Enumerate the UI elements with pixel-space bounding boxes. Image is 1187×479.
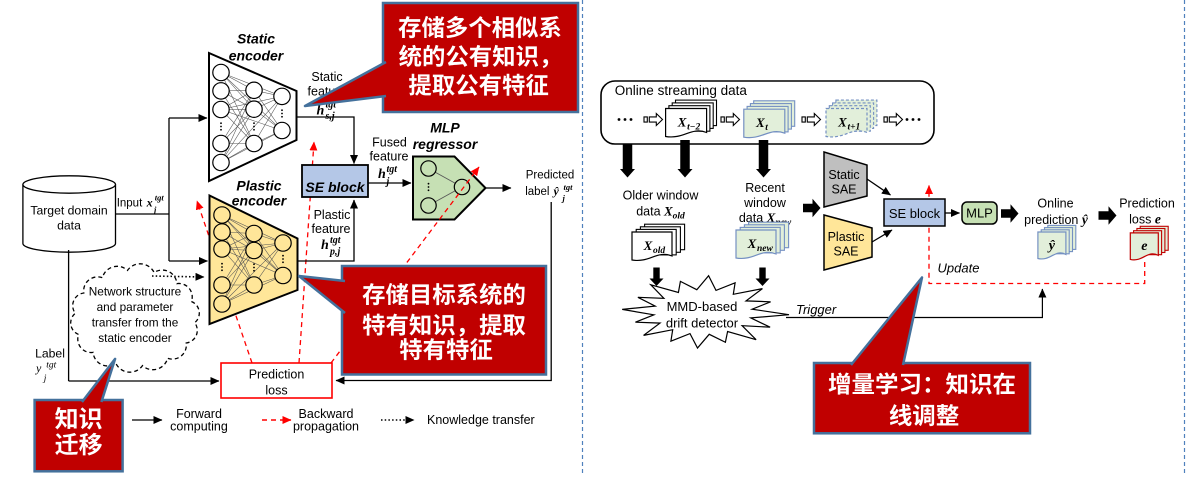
svg-text:Plastic: Plastic	[314, 208, 351, 222]
svg-text:feature: feature	[370, 150, 409, 164]
svg-text:Fused: Fused	[372, 136, 407, 150]
svg-text:computing: computing	[170, 420, 228, 434]
svg-text:drift detector: drift detector	[666, 316, 739, 331]
svg-text:encoder: encoder	[229, 48, 285, 64]
svg-text:tgt: tgt	[330, 235, 342, 246]
svg-text:Online: Online	[1037, 197, 1073, 211]
svg-text:propagation: propagation	[293, 420, 359, 434]
svg-text:tgt: tgt	[387, 164, 399, 175]
svg-text:transfer from the: transfer from the	[92, 316, 179, 330]
svg-text:SE block: SE block	[889, 206, 941, 221]
svg-text:MLP: MLP	[430, 120, 460, 136]
svg-text:X: X	[837, 115, 847, 130]
svg-text:tgt: tgt	[564, 182, 574, 192]
svg-text:Plastic: Plastic	[828, 230, 865, 244]
svg-text:Target domain: Target domain	[30, 204, 107, 218]
svg-text:and parameter: and parameter	[97, 300, 174, 314]
svg-text:Knowledge transfer: Knowledge transfer	[427, 413, 535, 427]
svg-text:prediction ŷ: prediction ŷ	[1024, 212, 1089, 227]
svg-text:ŷ: ŷ	[552, 184, 560, 198]
svg-text:s,j: s,j	[325, 111, 335, 122]
svg-text:X: X	[643, 238, 653, 253]
svg-text:MMD-based: MMD-based	[667, 299, 738, 314]
svg-text:t: t	[765, 123, 768, 133]
svg-text:SAE: SAE	[833, 245, 858, 259]
svg-text:Label: Label	[35, 347, 65, 361]
svg-text:Input: Input	[117, 198, 143, 210]
svg-text:t−2: t−2	[687, 123, 700, 133]
svg-text:tgt: tgt	[46, 361, 56, 371]
svg-text:MLP: MLP	[966, 206, 993, 221]
svg-text:static encoder: static encoder	[98, 331, 172, 345]
svg-text:tgt: tgt	[155, 193, 165, 203]
svg-text:data: data	[57, 219, 81, 233]
svg-text:h: h	[317, 104, 325, 119]
svg-text:loss: loss	[265, 384, 287, 398]
svg-text:X: X	[755, 115, 765, 130]
svg-text:h: h	[378, 167, 386, 182]
svg-text:loss e: loss e	[1129, 212, 1161, 227]
svg-text:old: old	[653, 246, 665, 256]
svg-text:e: e	[1141, 239, 1147, 254]
svg-text:Network structure: Network structure	[89, 285, 182, 299]
svg-text:Trigger: Trigger	[796, 302, 837, 317]
svg-text:Plastic: Plastic	[236, 178, 281, 194]
svg-text:Static: Static	[237, 31, 275, 47]
svg-text:Older window: Older window	[623, 189, 700, 203]
svg-text:x: x	[146, 196, 153, 210]
svg-text:SAE: SAE	[831, 183, 856, 197]
svg-text:ŷ: ŷ	[1047, 238, 1056, 253]
svg-text:y: y	[35, 361, 42, 375]
svg-text:new: new	[757, 244, 774, 254]
svg-text:label: label	[525, 186, 549, 198]
svg-text:X: X	[677, 115, 687, 130]
svg-text:SE block: SE block	[305, 179, 365, 195]
svg-text:Prediction: Prediction	[1119, 197, 1175, 211]
svg-text:Prediction: Prediction	[249, 368, 305, 382]
svg-text:encoder: encoder	[232, 193, 288, 209]
svg-text:Update: Update	[938, 261, 980, 276]
svg-text:Online streaming data: Online streaming data	[615, 83, 748, 98]
svg-text:Recent: Recent	[745, 181, 785, 195]
svg-text:p,j: p,j	[329, 247, 341, 258]
svg-text:feature: feature	[312, 222, 351, 236]
svg-text:h: h	[321, 238, 329, 253]
svg-text:Predicted: Predicted	[526, 170, 575, 182]
svg-text:Static: Static	[828, 168, 859, 182]
svg-text:t+1: t+1	[848, 123, 861, 133]
svg-text:regressor: regressor	[413, 136, 479, 152]
svg-text:window: window	[743, 196, 787, 210]
svg-text:X: X	[747, 236, 757, 251]
svg-text:Static: Static	[311, 70, 342, 84]
